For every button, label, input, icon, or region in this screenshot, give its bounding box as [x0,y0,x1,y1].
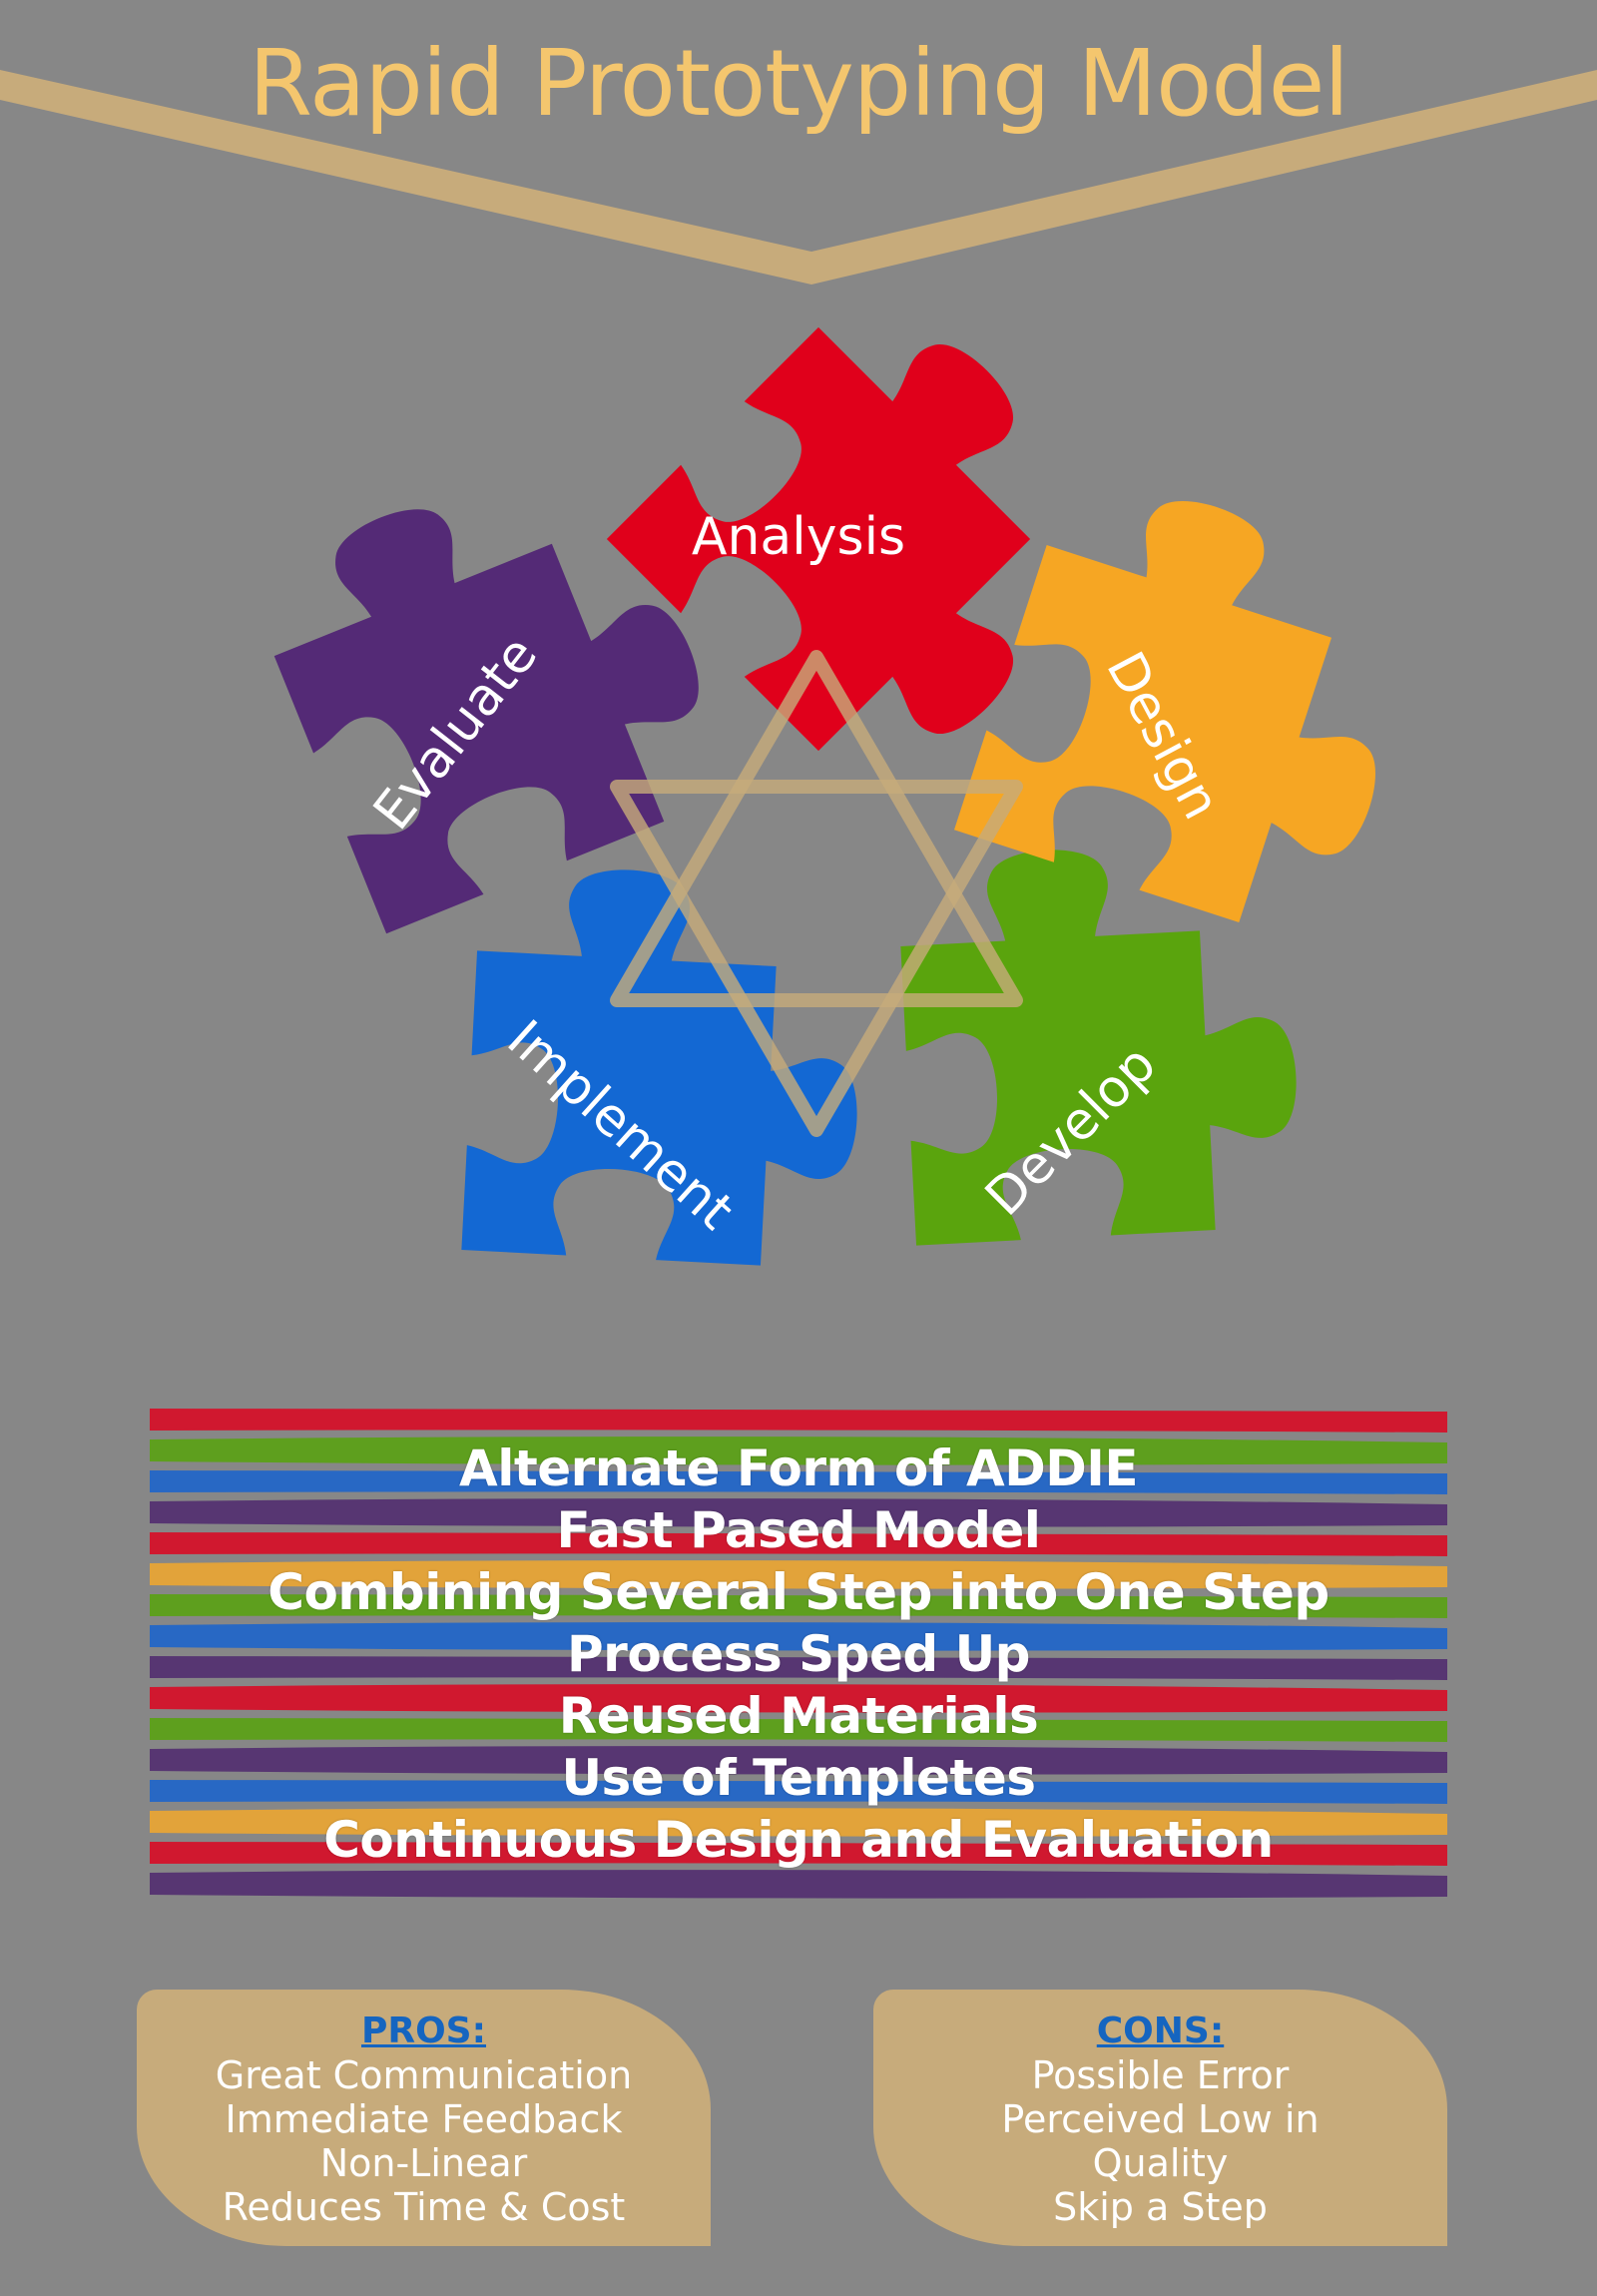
cons-heading: CONS: [1096,2010,1225,2051]
feature-item: Fast Pased Model [556,1501,1041,1559]
stripe [150,1498,1447,1527]
cons-item: Possible Error [1031,2053,1290,2097]
feature-item: Process Sped Up [567,1625,1030,1683]
hexagram-icon [610,650,1023,1137]
cons-item: Skip a Step [1053,2185,1268,2229]
pros-item: Immediate Feedback [225,2097,623,2141]
stripe [150,1842,1447,1866]
piece-label-analysis: Analysis [692,507,905,567]
pros-item: Reduces Time & Cost [222,2185,626,2229]
stripe [150,1870,1447,1899]
pros-heading: PROS: [360,2010,487,2051]
stripe [150,1656,1447,1680]
stripe [150,1594,1447,1618]
stripe [150,1409,1447,1433]
stripe [150,1436,1447,1465]
page-title: Rapid Prototyping Model [249,30,1349,137]
feature-item: Continuous Design and Evaluation [323,1811,1274,1869]
feature-list: Alternate Form of ADDIE Fast Pased Model… [150,1437,1447,1871]
pros-item: Great Communication [215,2053,633,2097]
feature-stripes [150,1409,1447,1899]
stripe [150,1746,1447,1775]
pros-item: Non-Linear [319,2141,528,2185]
stripe [150,1470,1447,1494]
hexagram-down-triangle [610,780,1023,1137]
cons-item: Quality [1092,2141,1229,2185]
feature-item: Use of Templetes [561,1749,1036,1807]
pros-box: PROS: Great Communication Immediate Feed… [137,1990,711,2246]
cons-box: CONS: Possible Error Perceived Low in Qu… [873,1990,1447,2246]
stripe [150,1718,1447,1742]
stripe [150,1780,1447,1804]
hexagram-up-triangle [610,650,1023,1007]
cons-item: Perceived Low in [1001,2097,1320,2141]
stripe [150,1684,1447,1713]
feature-item: Reused Materials [558,1687,1039,1745]
feature-item: Combining Several Step into One Step [267,1563,1330,1621]
feature-item: Alternate Form of ADDIE [459,1439,1138,1497]
stripe [150,1532,1447,1556]
stripe [150,1560,1447,1589]
stripe [150,1622,1447,1651]
stripe [150,1808,1447,1837]
